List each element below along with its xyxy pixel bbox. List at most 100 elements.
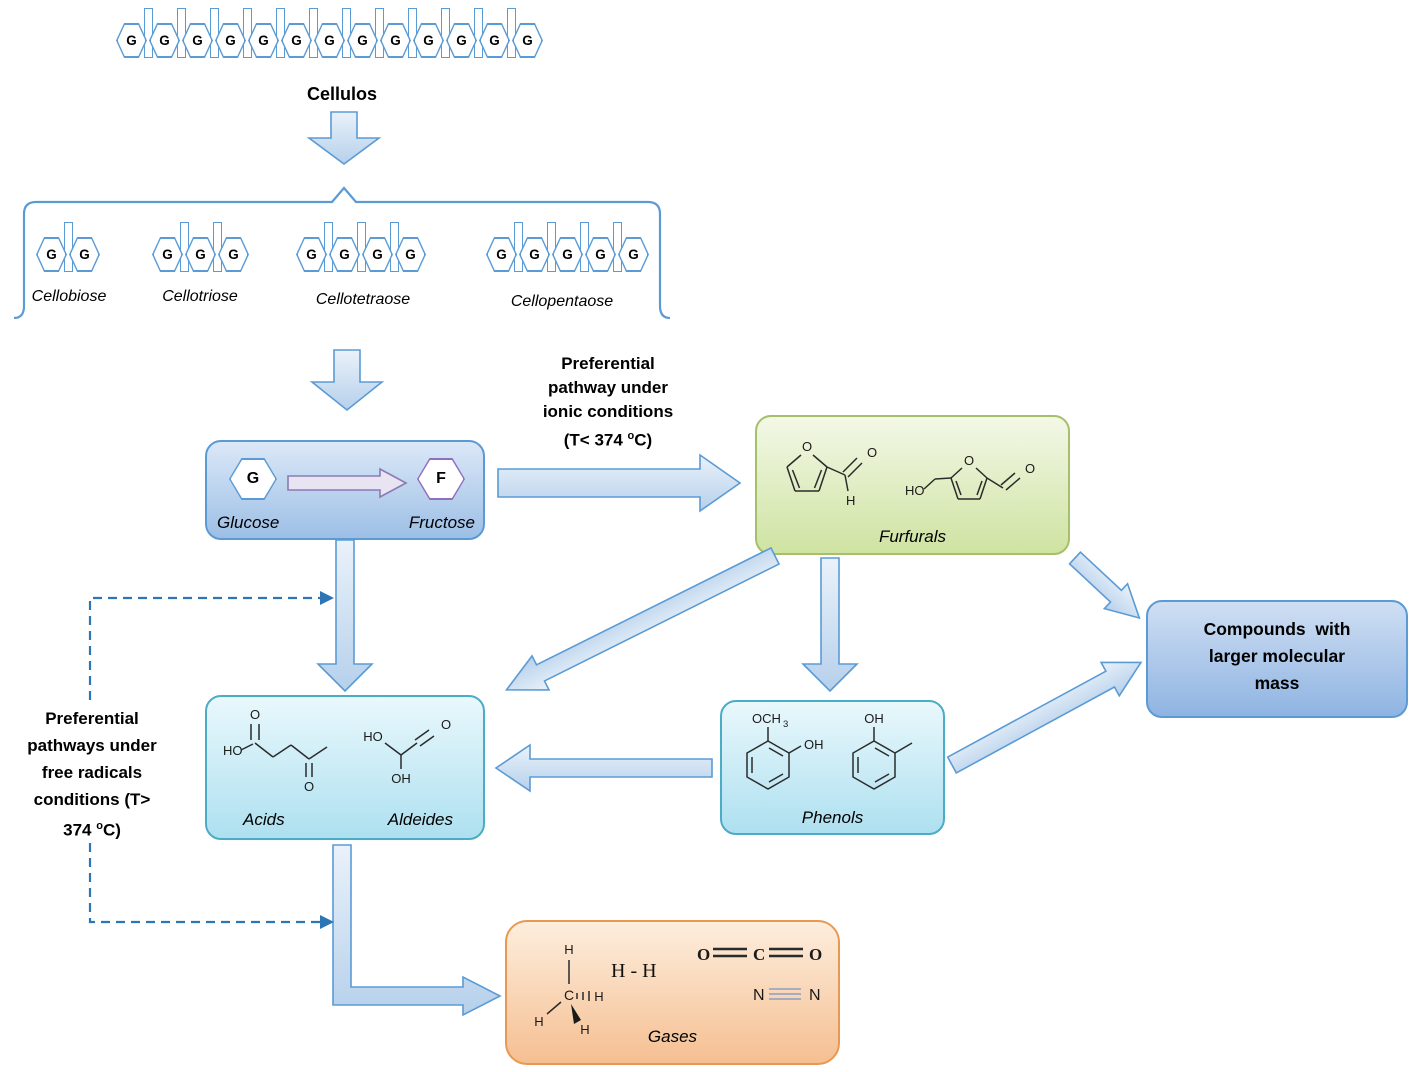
glycosidic-bond (212, 222, 222, 272)
note-line: Preferential (45, 709, 139, 728)
cellotetraose-label: Cellotetraose (315, 291, 411, 308)
atom-label: C (753, 945, 765, 964)
glucose-unit-hexagon: G (362, 237, 393, 272)
atom-label: H (846, 493, 855, 508)
atom-label: O (304, 779, 314, 794)
arrow-phenols-to-compounds (946, 661, 1143, 774)
cellotriose-label: Cellotriose (162, 288, 238, 305)
glycosidic-bond (407, 8, 417, 58)
gases-label: Gases (647, 1027, 698, 1046)
furfurals-label: Furfurals (878, 527, 947, 546)
glycosidic-bond (389, 222, 399, 272)
glycosidic-bond (440, 8, 450, 58)
glucose-unit-hexagon: G (116, 23, 147, 58)
fructose-label: Fructose (408, 513, 475, 532)
dashed-radical-path-lower (88, 843, 320, 924)
hmf-structure: HO O O (905, 453, 1035, 500)
acids-label: Acids (243, 810, 285, 829)
arrow-oligomers-to-glucose (309, 349, 385, 412)
glucose-unit-hexagon: G (152, 237, 183, 272)
glucose-unit-hexagon: G (296, 237, 327, 272)
atom-label: OH (391, 771, 411, 786)
glycosidic-bond (579, 222, 589, 272)
guaiacol-structure: OCH 3 OH (746, 711, 824, 790)
glucose-unit-hexagon: G (248, 23, 279, 58)
dashed-arrowhead-lower (320, 915, 334, 929)
glycosidic-bond (209, 8, 219, 58)
note-line: pathway under (548, 378, 668, 397)
glycosidic-bond (473, 8, 483, 58)
atom-label: H (564, 942, 573, 957)
glycosidic-bond (63, 222, 73, 272)
glucose-unit-hexagon: G (36, 237, 67, 272)
arrow-furfurals-to-acids (504, 546, 781, 691)
glycosidic-bond (176, 8, 186, 58)
note-line: Preferential (561, 354, 655, 373)
atom-label: N (753, 987, 765, 1004)
fructose-hexagon: F (417, 458, 465, 500)
glucose-unit-hexagon: G (329, 237, 360, 272)
glucose-unit-hexagon: G (185, 237, 216, 272)
atom-label: O (964, 453, 974, 468)
glycosidic-bond (242, 8, 252, 58)
glycosidic-bond (341, 8, 351, 58)
cellulose-label: Cellulos (306, 84, 377, 104)
glycosidic-bond (179, 222, 189, 272)
atom-label: O (867, 445, 877, 460)
glucose-unit-hexagon: G (149, 23, 180, 58)
glycosidic-bond (308, 8, 318, 58)
glyceraldehyde-structure: HO OH O (363, 717, 451, 786)
cresol-structure: OH (852, 711, 913, 790)
glucose-unit-hexagon: G (281, 23, 312, 58)
aldeides-label: Aldeides (387, 810, 453, 829)
note-line: ionic conditions (542, 402, 674, 421)
glycosidic-bond (143, 8, 153, 58)
arrow-glucose-to-acids (316, 539, 374, 693)
glucose-unit-hexagon: G (215, 23, 246, 58)
compounds-text: Compounds with larger molecular mass (1148, 616, 1406, 697)
compounds-box: Compounds with larger molecular mass (1146, 600, 1408, 718)
glycosidic-bond (513, 222, 523, 272)
gases-box: H C H H H H - H O C O N N Gases (505, 920, 840, 1065)
atom-label: O (697, 945, 710, 964)
atom-label: O (809, 945, 822, 964)
glucose-unit-hexagon: G (380, 23, 411, 58)
glucose-unit-hexagon: G (182, 23, 213, 58)
note-line: conditions (T> (33, 790, 151, 809)
atom-label: H (580, 1022, 589, 1037)
phenols-label: Phenols (801, 808, 864, 827)
atom-label: O (441, 717, 451, 732)
radical-pathway-note: Preferential pathways under free radical… (6, 705, 178, 844)
compounds-line: larger molecular (1208, 646, 1346, 666)
glucose-unit-hexagon: G (347, 23, 378, 58)
ionic-pathway-note: Preferential pathway under ionic conditi… (516, 352, 700, 453)
hydrogen-formula: H - H (611, 960, 657, 982)
glycosidic-bond (374, 8, 384, 58)
glucose-fructose-box: G F Glucose Fructose (205, 440, 485, 540)
glucose-unit-hexagon: G (552, 237, 583, 272)
note-line: 374 oC) (63, 820, 121, 840)
glycosidic-bond (323, 222, 333, 272)
compounds-line: Compounds with (1203, 619, 1351, 639)
arrow-cellulose-to-oligomers (306, 111, 382, 165)
glycosidic-bond (275, 8, 285, 58)
arrow-glucose-to-furfurals (497, 453, 742, 513)
levulinic-acid-structure: O HO O (223, 707, 328, 794)
dashed-radical-path-upper (88, 596, 320, 700)
arrow-furfurals-to-compounds (1068, 551, 1141, 620)
atom-label: H (594, 989, 603, 1004)
atom-label: OH (804, 737, 824, 752)
arrow-phenols-to-acids (494, 743, 713, 793)
glucose-unit-hexagon: G (395, 237, 426, 272)
atom-label: N (809, 987, 821, 1004)
atom-label: O (802, 439, 812, 454)
acids-aldeides-box: O HO O HO OH O Acids Aldeides (205, 695, 485, 840)
atom-label: O (1025, 461, 1035, 476)
atom-label: H (534, 1014, 543, 1029)
